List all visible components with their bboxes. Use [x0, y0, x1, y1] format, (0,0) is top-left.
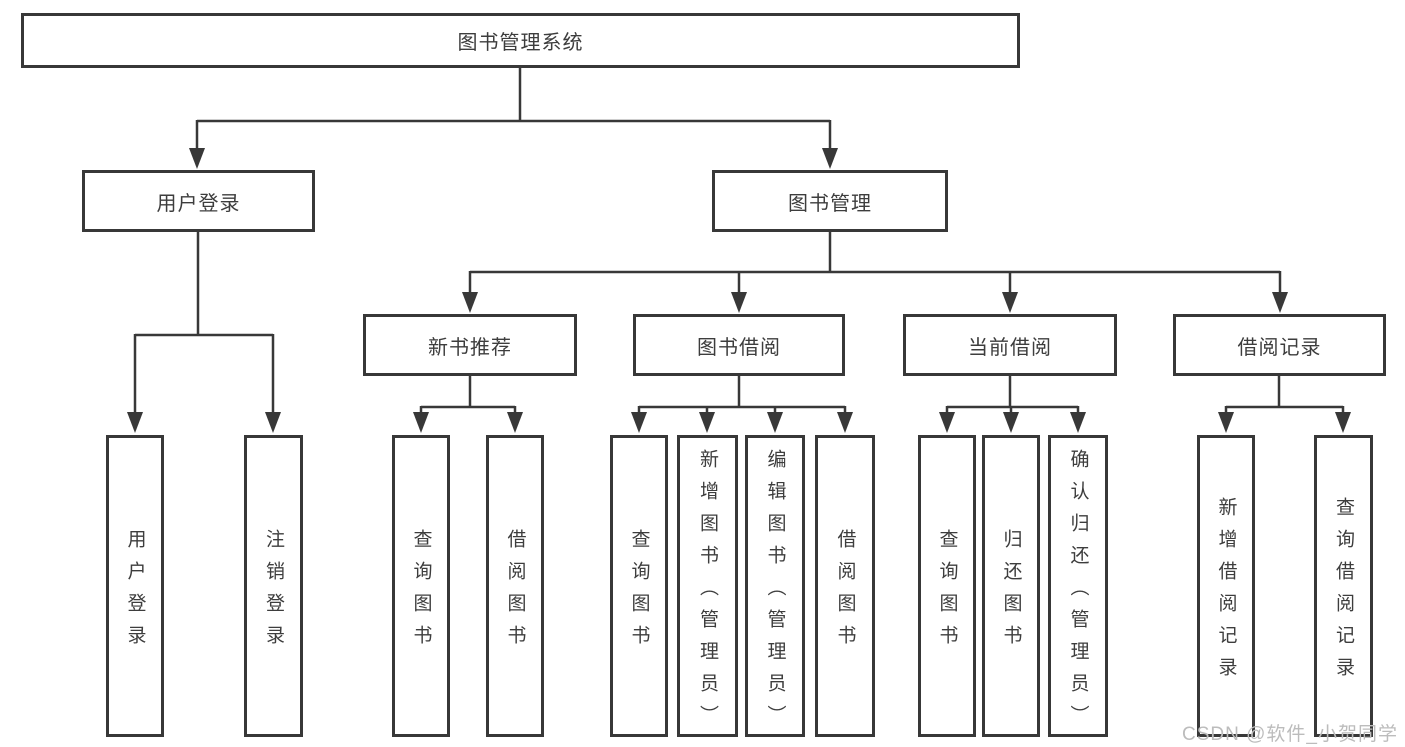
arrow-down-icon — [1003, 412, 1019, 433]
arrow-down-icon — [1218, 412, 1234, 433]
arrow-down-icon — [265, 412, 281, 433]
leaf-add-book-admin: 新增图书（管理员） — [677, 435, 738, 737]
arrow-down-icon — [1070, 412, 1086, 433]
leaf-query-books-current: 查询图书 — [918, 435, 976, 737]
node-user-login: 用户登录 — [82, 170, 315, 232]
leaf-label: 新增图书（管理员） — [697, 448, 718, 737]
leaf-add-borrow-record: 新增借阅记录 — [1197, 435, 1255, 737]
leaf-edit-book-admin: 编辑图书（管理员） — [745, 435, 805, 737]
connector-group-user-login — [133, 230, 275, 414]
node-new-book-recommend: 新书推荐 — [363, 314, 577, 376]
arrow-down-icon — [631, 412, 647, 433]
leaf-query-borrow-record: 查询借阅记录 — [1314, 435, 1373, 737]
leaf-label: 确认归还（管理员） — [1067, 448, 1089, 737]
arrow-down-icon — [939, 412, 955, 433]
node-book-management: 图书管理 — [712, 170, 948, 232]
leaf-label: 注销登录 — [263, 528, 284, 657]
arrow-down-icon — [699, 412, 715, 433]
leaf-borrow-books-borrow: 借阅图书 — [815, 435, 875, 737]
connector-group-new-book-recommend — [419, 374, 517, 414]
arrow-down-icon — [189, 148, 205, 169]
connector-group-root — [195, 67, 832, 150]
arrow-down-icon — [507, 412, 523, 433]
arrow-down-icon — [837, 412, 853, 433]
connector-group-borrow-records — [1224, 374, 1345, 414]
connector-group-current-borrow — [945, 374, 1080, 414]
leaf-label: 归还图书 — [1000, 528, 1022, 657]
arrow-down-icon — [731, 292, 747, 313]
leaf-borrow-books-recommend: 借阅图书 — [486, 435, 544, 737]
arrowheads — [127, 148, 1351, 433]
node-library-management-system: 图书管理系统 — [21, 13, 1020, 68]
leaf-query-books-recommend: 查询图书 — [392, 435, 450, 737]
leaf-confirm-return-admin: 确认归还（管理员） — [1048, 435, 1108, 737]
leaf-label: 编辑图书（管理员） — [764, 448, 786, 737]
arrow-down-icon — [462, 292, 478, 313]
leaf-label: 借阅图书 — [504, 528, 526, 657]
leaf-return-book: 归还图书 — [982, 435, 1040, 737]
arrow-down-icon — [1272, 292, 1288, 313]
leaf-label: 借阅图书 — [834, 528, 856, 657]
connector-group-book-borrow — [637, 374, 847, 414]
leaf-query-books-borrow: 查询图书 — [610, 435, 668, 737]
arrow-down-icon — [1335, 412, 1351, 433]
node-borrow-records: 借阅记录 — [1173, 314, 1386, 376]
leaf-user-login: 用户登录 — [106, 435, 164, 737]
leaf-label: 查询图书 — [936, 528, 958, 657]
leaf-label: 查询借阅记录 — [1333, 496, 1354, 689]
leaf-logout: 注销登录 — [244, 435, 303, 737]
arrow-down-icon — [127, 412, 143, 433]
arrow-down-icon — [1002, 292, 1018, 313]
leaf-label: 查询图书 — [410, 528, 432, 657]
arrow-down-icon — [822, 148, 838, 169]
arrow-down-icon — [767, 412, 783, 433]
leaf-label: 用户登录 — [124, 528, 146, 657]
csdn-watermark: CSDN @软件_小贺同学 — [1182, 724, 1398, 745]
leaf-label: 新增借阅记录 — [1215, 496, 1237, 689]
leaf-label: 查询图书 — [628, 528, 650, 657]
connector-group-book-management — [468, 230, 1282, 294]
node-current-borrow: 当前借阅 — [903, 314, 1117, 376]
node-book-borrow: 图书借阅 — [633, 314, 845, 376]
arrow-down-icon — [413, 412, 429, 433]
